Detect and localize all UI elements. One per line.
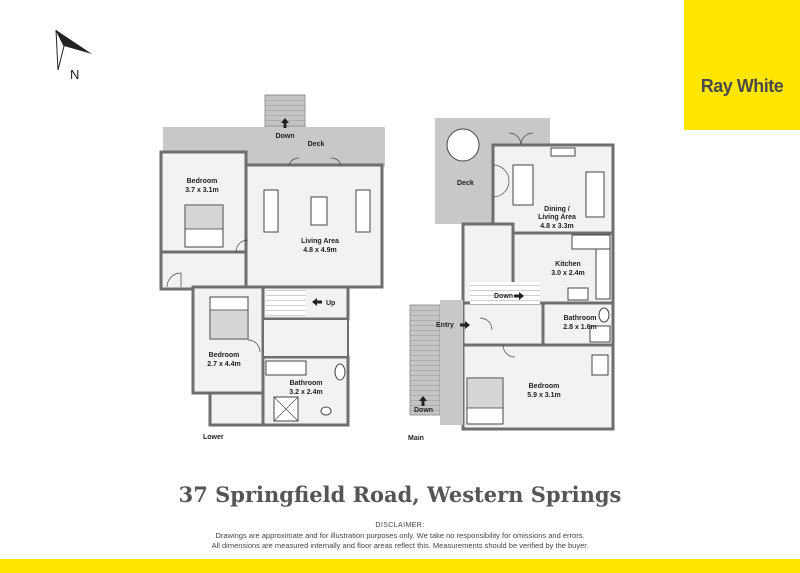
brand-name: Ray White	[700, 76, 784, 96]
floor-plan: N	[55, 29, 615, 442]
brand-logo-box: Ray White	[684, 0, 800, 130]
main-bathroom-name: Bathroom	[563, 315, 596, 322]
lower-door-swing	[166, 272, 182, 288]
lower-floor-plan	[159, 94, 385, 427]
lower-sofa-right	[355, 189, 371, 233]
property-address: 37 Springfield Road, Western Springs	[178, 482, 622, 507]
lower-wardrobe-nook	[208, 391, 265, 427]
deck-round-table	[446, 128, 480, 162]
lower-coffee-table	[310, 196, 328, 226]
lower-internal-stairs	[266, 290, 306, 316]
lower-bathtub	[265, 360, 307, 376]
lower-stairs-up-label: Up	[326, 300, 335, 307]
bottom-brand-bar	[0, 559, 800, 573]
lower-bathroom-size: 3.2 x 2.4m	[289, 389, 322, 396]
main-dining-size: 4.8 x 3.3m	[540, 223, 573, 230]
north-compass-icon: N	[55, 29, 92, 82]
main-internal-stairs	[470, 282, 540, 304]
lower-stairs-down-label: Down	[275, 133, 294, 140]
main-dining-table	[512, 164, 534, 206]
main-fridge	[567, 287, 589, 301]
main-level-label: Main	[408, 435, 424, 442]
compass-label: N	[70, 67, 79, 82]
main-floor-plan	[409, 118, 615, 431]
main-kitchen-name: Kitchen	[555, 261, 581, 268]
lower-deck-label: Deck	[308, 141, 325, 148]
main-inner-stairs-down-label: Down	[494, 293, 513, 300]
main-deck-label: Deck	[457, 180, 474, 187]
main-fireplace	[550, 147, 576, 157]
main-bedroom-size: 5.9 x 3.1m	[527, 392, 560, 399]
lower-hall	[262, 318, 349, 358]
lower-living-name: Living Area	[301, 238, 339, 245]
disclaimer-line-1: Drawings are approximate and for illustr…	[215, 531, 585, 540]
disclaimer-heading: DISCLAIMER:	[375, 522, 425, 529]
disclaimer-line-2: All dimensions are measured internally a…	[211, 541, 589, 550]
main-bedroom-name: Bedroom	[529, 383, 560, 390]
lower-down-arrow-icon	[281, 118, 289, 128]
lower-corridor	[159, 250, 248, 291]
lower-toilet	[334, 363, 346, 381]
main-armchair	[591, 354, 609, 376]
main-entry-label: Entry	[436, 322, 454, 329]
main-kitchen-size: 3.0 x 2.4m	[551, 270, 584, 277]
main-dining-name-2: Living Area	[538, 214, 576, 221]
main-toilet	[598, 307, 610, 323]
lower-bathroom-name: Bathroom	[289, 380, 322, 387]
main-bathroom-size: 2.8 x 1.6m	[563, 324, 596, 331]
main-entry-arrow-icon	[460, 321, 470, 329]
lower-basin	[320, 406, 332, 416]
main-inner-down-arrow-icon	[514, 292, 524, 300]
lower-bedroom-1-size: 3.7 x 3.1m	[185, 187, 218, 194]
lower-sofa-left	[263, 189, 279, 233]
main-entry-area	[461, 301, 545, 351]
lower-level-label: Lower	[203, 434, 224, 441]
main-shower	[589, 325, 611, 343]
main-kitchen-bench	[571, 234, 611, 250]
lower-bedroom-1-name: Bedroom	[187, 178, 218, 185]
main-outer-stairs-down-label: Down	[414, 407, 433, 414]
lower-living-size: 4.8 x 4.9m	[303, 247, 336, 254]
lower-bedroom-2-size: 2.7 x 4.4m	[207, 361, 240, 368]
lower-up-arrow-icon	[312, 298, 322, 306]
main-sofa	[585, 171, 605, 218]
main-outer-down-arrow-icon	[419, 396, 427, 406]
lower-bedroom-2-name: Bedroom	[209, 352, 240, 359]
main-dining-name: Dining /	[544, 206, 570, 213]
